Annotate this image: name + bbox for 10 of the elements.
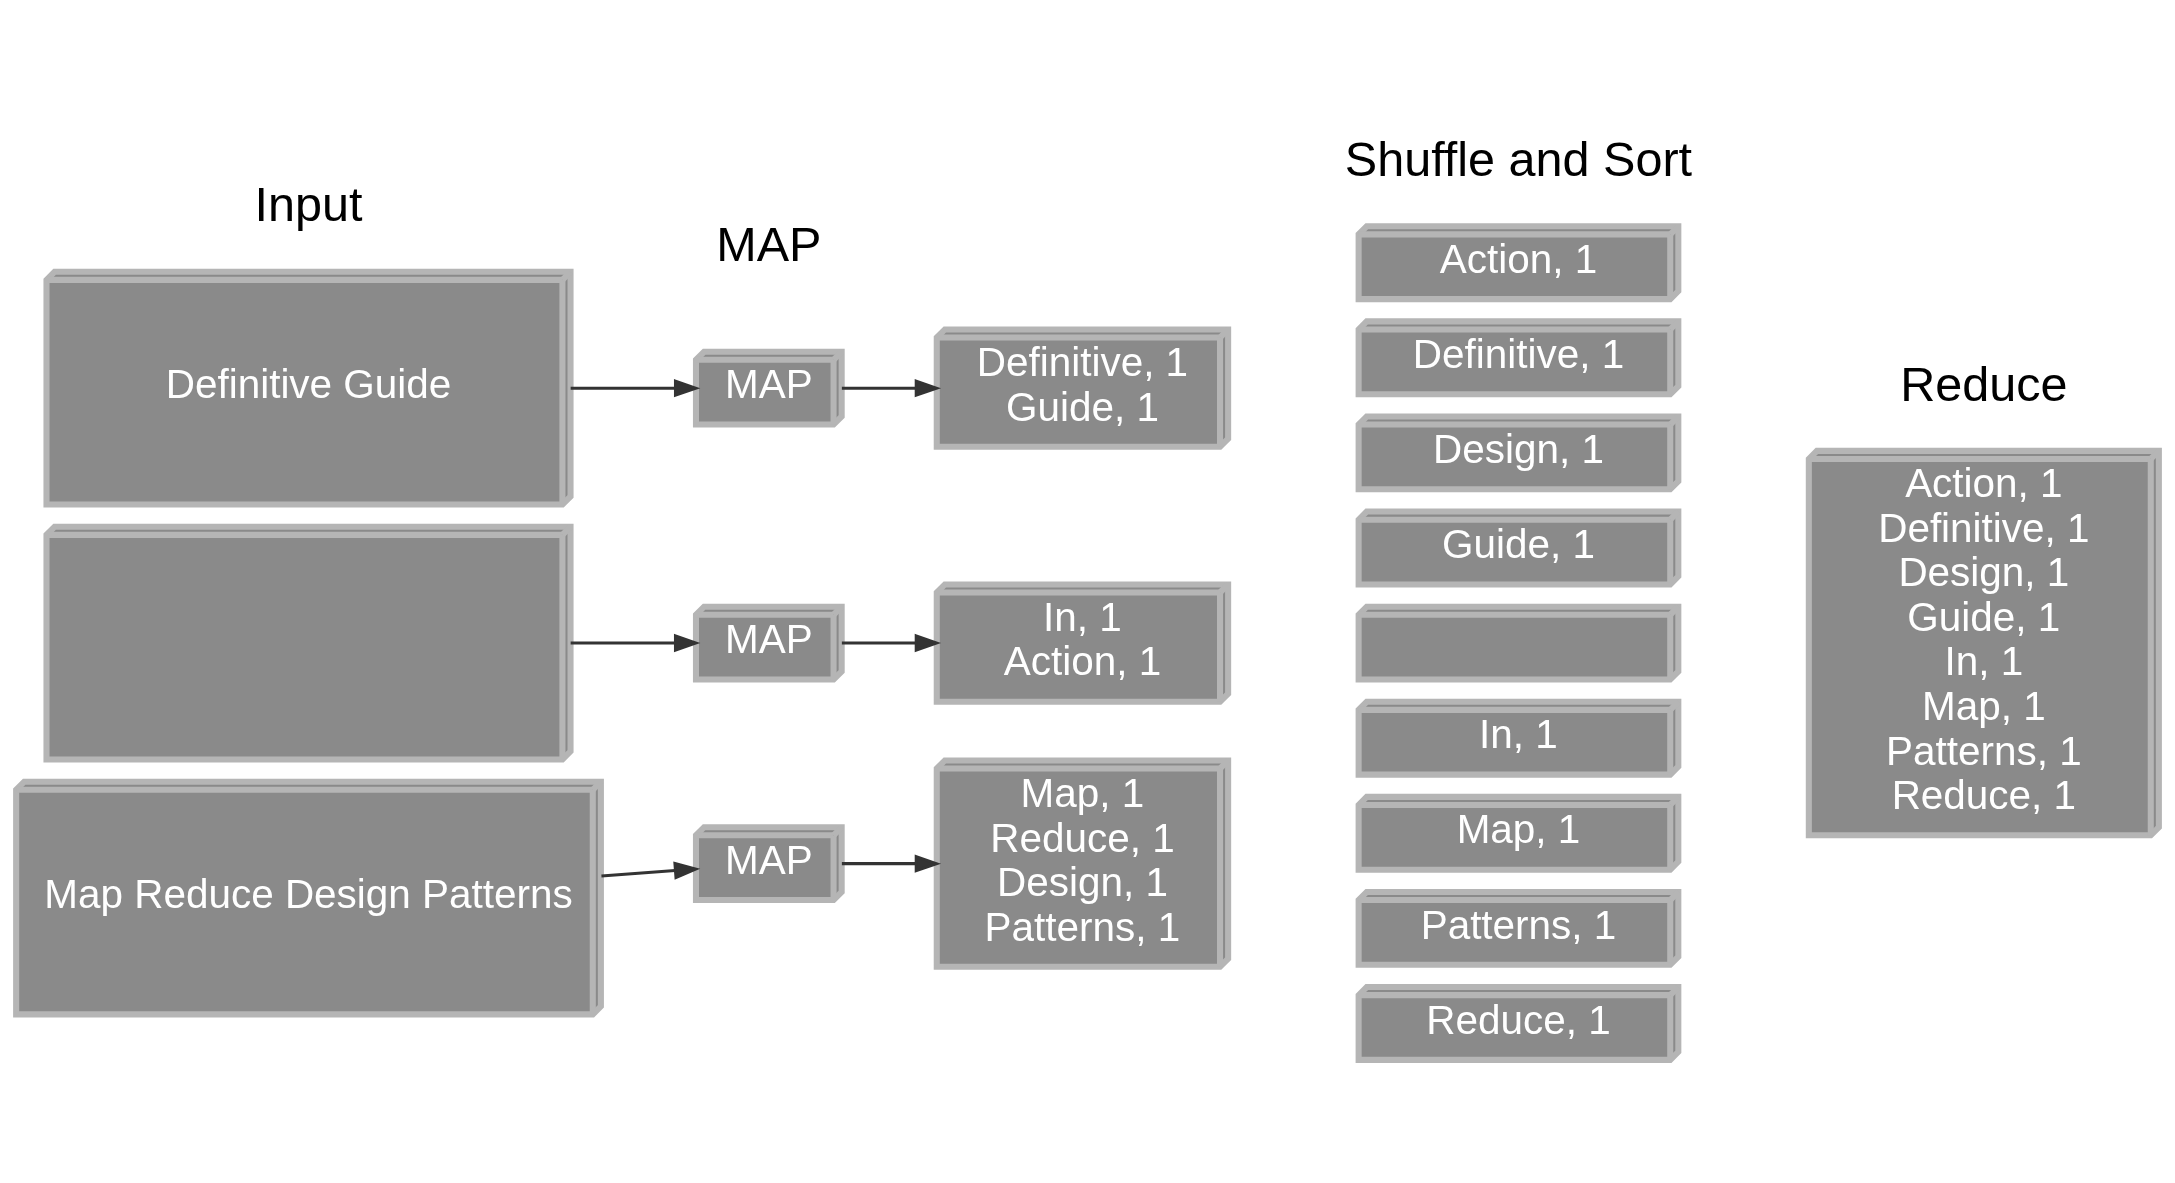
label: MAP [716, 217, 822, 272]
label: Input [254, 176, 363, 231]
arrow [601, 861, 701, 880]
arrow [570, 378, 701, 398]
arrow [841, 633, 942, 653]
label: Shuffle and Sort [1344, 132, 1693, 187]
label: Reduce [1900, 356, 2068, 411]
arrow [570, 633, 701, 653]
arrow [841, 378, 942, 398]
arrow [841, 854, 942, 873]
